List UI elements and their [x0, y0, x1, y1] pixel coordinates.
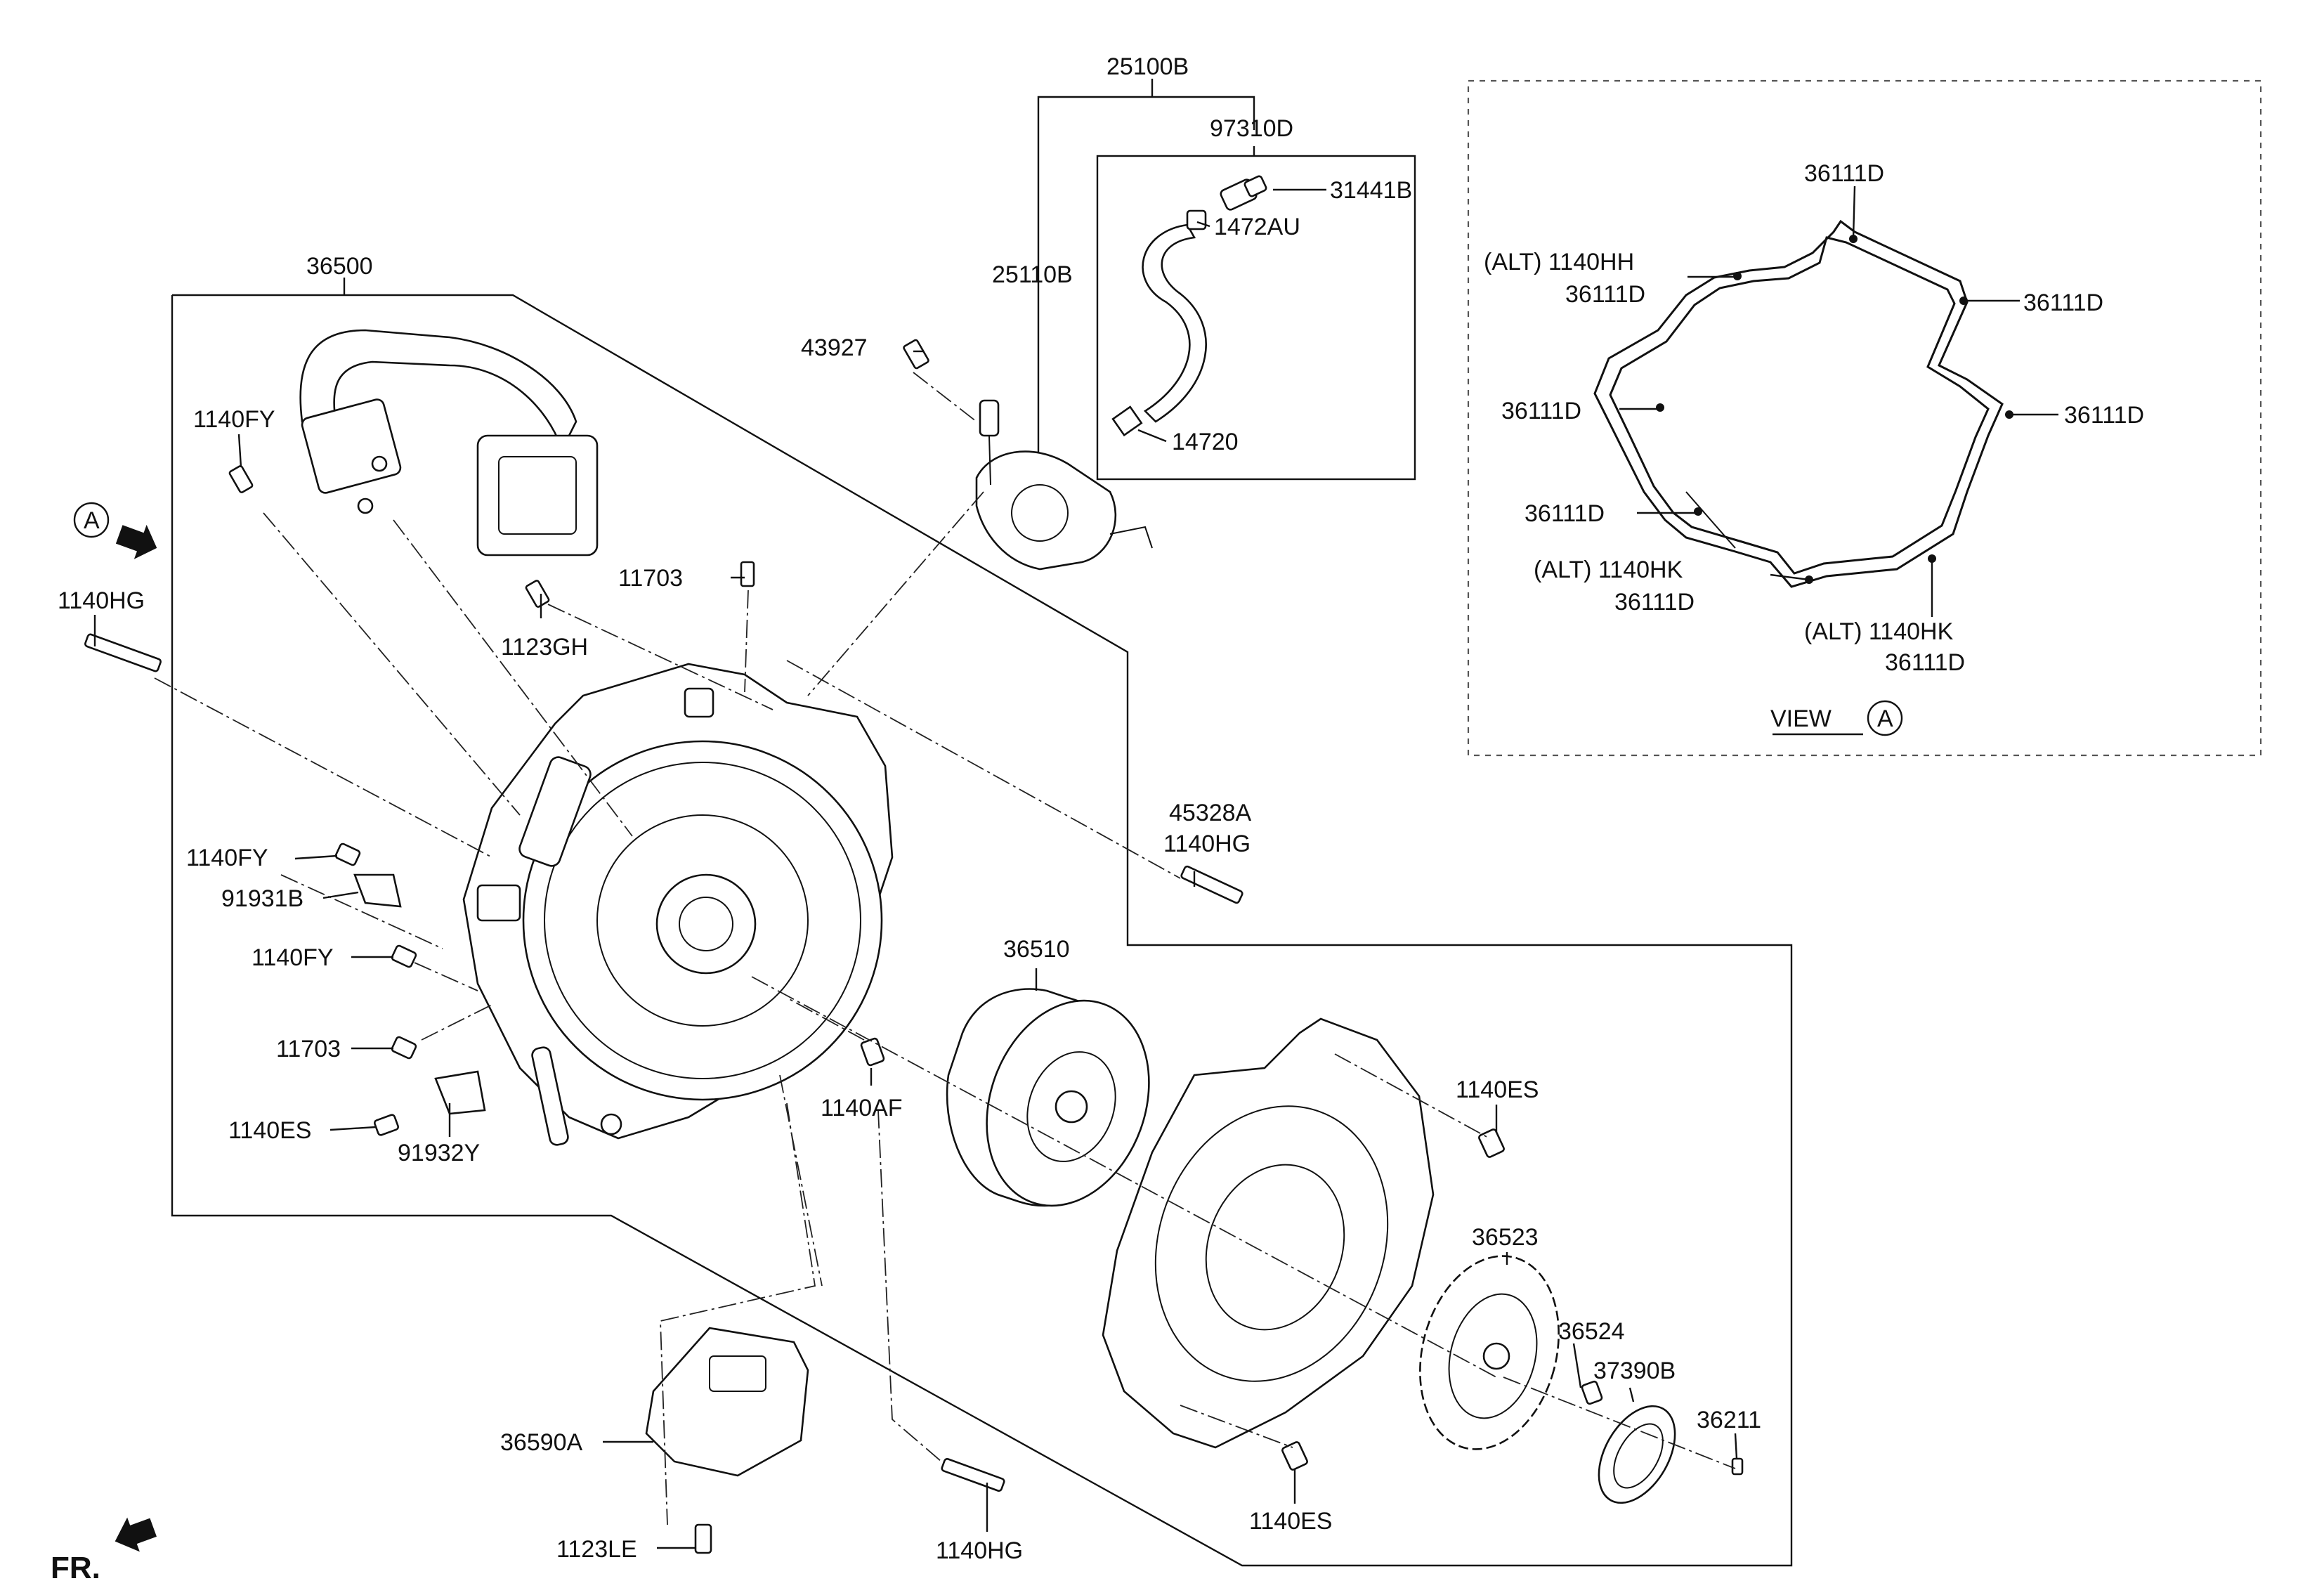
coolant-pipe	[299, 329, 599, 557]
label-1140HG-a: 1140HG	[58, 587, 145, 614]
label-1140FY-a: 1140FY	[193, 406, 275, 433]
label-1140ES-b: 1140ES	[1456, 1076, 1539, 1103]
view-label-36111D-left-lower: 36111D	[1525, 500, 1605, 527]
view-label-36111D-hk-a: 36111D	[1614, 589, 1695, 616]
assembly-boundary	[171, 294, 1793, 1567]
label-25110B: 25110B	[992, 261, 1073, 288]
label-36211: 36211	[1697, 1407, 1761, 1433]
view-label-36111D-hh: 36111D	[1565, 281, 1645, 308]
arrow-icon	[115, 524, 157, 559]
view-label-36111D-right-top: 36111D	[2023, 289, 2103, 316]
label-25100B: 25100B	[1106, 53, 1189, 80]
label-91931B: 91931B	[221, 885, 303, 912]
label-1140HG-b: 1140HG	[1163, 831, 1251, 857]
assembly-lines	[154, 372, 1736, 1525]
bolt-36524	[1581, 1380, 1603, 1405]
callout-a-letter: A	[84, 507, 100, 534]
view-a-inset: 36111D (ALT) 1140HH 36111D 36111D 36111D…	[1467, 79, 2262, 757]
cover-plate	[1102, 1017, 1435, 1449]
label-31441B: 31441B	[1330, 177, 1412, 204]
gear-36523	[1419, 1255, 1560, 1450]
label-97310D: 97310D	[1210, 115, 1293, 142]
view-label-alt-1140HH: (ALT) 1140HH	[1484, 249, 1634, 275]
label-36590A: 36590A	[500, 1429, 583, 1456]
view-label-alt-1140HK-a: (ALT) 1140HK	[1534, 557, 1683, 583]
view-a-callout: A	[73, 502, 157, 559]
inset-leaders	[1619, 186, 2058, 736]
hose-25110B	[1111, 175, 1267, 437]
motor-housing	[462, 663, 894, 1146]
label-1140FY-c: 1140FY	[252, 944, 334, 971]
rotor-36510	[946, 988, 1150, 1207]
label-36510: 36510	[1003, 936, 1070, 963]
plate-37390B	[1598, 1405, 1676, 1504]
view-label-36111D-left: 36111D	[1501, 398, 1581, 424]
part-labels: 25100B 97310D 31441B 1472AU 25110B 14720…	[58, 53, 1761, 1564]
label-36523: 36523	[1472, 1224, 1539, 1251]
label-37390B: 37390B	[1593, 1358, 1676, 1384]
label-14720: 14720	[1172, 429, 1239, 455]
label-45328A: 45328A	[1169, 800, 1252, 826]
front-arrow-icon	[115, 1517, 157, 1552]
label-1140ES-c: 1140ES	[1249, 1508, 1332, 1535]
label-11703-a: 11703	[618, 565, 683, 592]
sensor-31441B	[1220, 175, 1267, 211]
label-1140HG-c: 1140HG	[936, 1537, 1023, 1564]
label-1140ES-a: 1140ES	[228, 1117, 311, 1144]
gasket-outline	[1593, 219, 2004, 588]
bracket-36590A	[645, 1327, 809, 1477]
view-label-alt-1140HK-b: (ALT) 1140HK	[1804, 618, 1954, 645]
label-91932Y: 91932Y	[398, 1140, 480, 1166]
label-1123LE: 1123LE	[556, 1536, 637, 1563]
front-indicator: FR.	[51, 1517, 157, 1585]
label-1140FY-b: 1140FY	[186, 845, 268, 871]
screw-36211	[1731, 1457, 1744, 1476]
view-label-36111D-hk-b: 36111D	[1885, 649, 1965, 676]
label-36500: 36500	[306, 253, 373, 280]
label-1140AF: 1140AF	[821, 1095, 903, 1121]
view-label-36111D-right: 36111D	[2064, 402, 2144, 429]
bolt-points	[1656, 235, 2013, 584]
view-title-letter: A	[1877, 705, 1893, 732]
pump-25100B	[975, 399, 1153, 571]
view-title: VIEW	[1770, 705, 1832, 732]
label-1472AU: 1472AU	[1214, 214, 1300, 240]
bracket-25100B	[1037, 79, 1416, 481]
view-label-36111D-top: 36111D	[1804, 160, 1884, 187]
fasteners	[84, 339, 1505, 1554]
fr-label: FR.	[51, 1551, 100, 1585]
label-43927: 43927	[801, 334, 868, 361]
label-11703-b: 11703	[276, 1036, 341, 1062]
label-1123GH: 1123GH	[501, 634, 588, 660]
leader-lines	[93, 188, 1738, 1549]
label-36524: 36524	[1558, 1318, 1625, 1345]
